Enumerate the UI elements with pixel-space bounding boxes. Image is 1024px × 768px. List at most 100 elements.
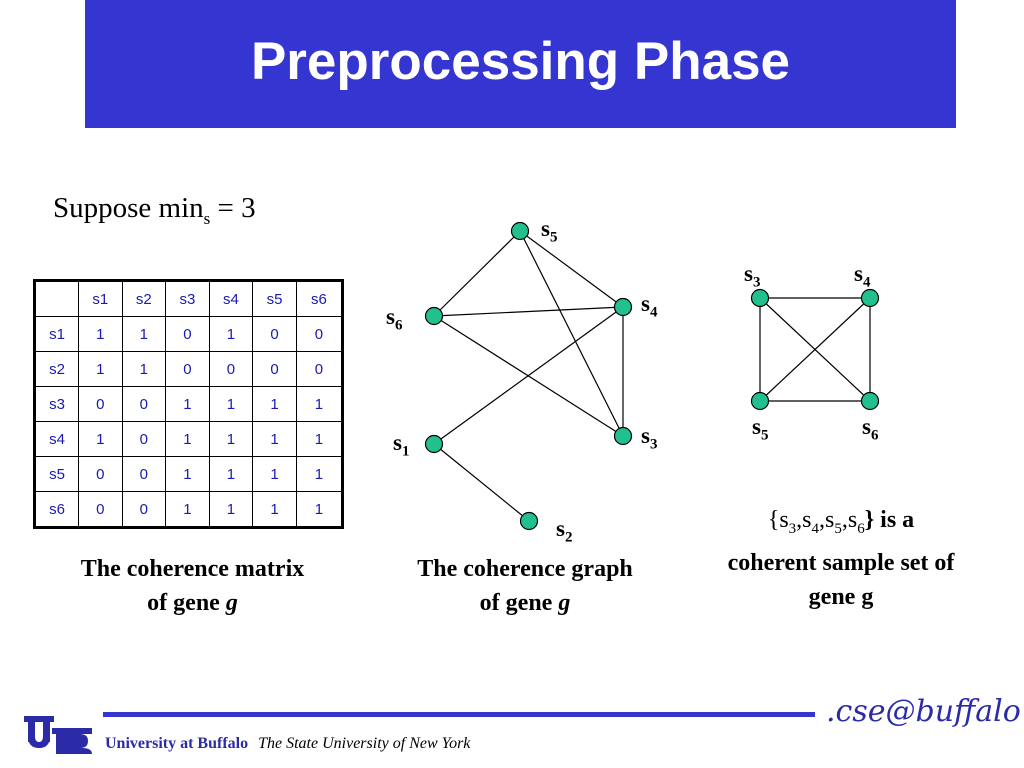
node-label-sub: 2 (564, 529, 573, 546)
matrix-row: s3 0 0 1 1 1 1 (34, 386, 344, 422)
matrix-row-label: s6 (34, 491, 79, 528)
clique-node-s6 (860, 391, 880, 411)
node-label-base: s (386, 304, 395, 329)
matrix-row-label: s4 (34, 421, 79, 457)
node-label-s3: s3 (641, 423, 657, 458)
node-label-base: s (744, 261, 753, 286)
graph-caption-text: of gene (479, 590, 559, 616)
footer-divider (103, 712, 815, 717)
set-caption-sub: 4 (811, 520, 820, 537)
node-label-sub: 4 (649, 304, 658, 321)
matrix-cell: 0 (121, 421, 167, 457)
edge-s6-s4 (433, 306, 624, 317)
title-bar: Preprocessing Phase (85, 0, 956, 128)
node-label-s4: s4 (641, 291, 657, 326)
node-label-sub: 6 (870, 427, 879, 444)
node-s6 (424, 306, 444, 326)
matrix-cell: 1 (165, 456, 210, 492)
matrix-cell: 1 (165, 491, 210, 528)
matrix-cell: 0 (78, 386, 123, 422)
matrix-row: s1 1 1 0 1 0 0 (34, 316, 344, 352)
matrix-caption-var: g (225, 590, 238, 616)
edge-s4-s5 (759, 297, 871, 402)
matrix-caption-line2: of gene g (40, 586, 345, 620)
set-caption-sub: 6 (857, 520, 865, 537)
graph-caption-line1: The coherence graph (417, 556, 633, 582)
edge-s5-s6 (433, 230, 521, 317)
edge-s1-s2 (433, 443, 530, 522)
set-caption-lead: {s (767, 507, 789, 533)
clique-node-s4 (860, 288, 880, 308)
cse-buffalo-logo: .cse@buffalo (826, 694, 1021, 729)
node-s5 (510, 221, 530, 241)
clique-label-s6: s6 (862, 414, 878, 449)
node-label-base: s (393, 430, 402, 455)
matrix-caption-text: of gene (147, 590, 226, 616)
suppose-sub: s (203, 208, 211, 228)
footer-suny: The State University of New York (258, 735, 471, 752)
node-label-sub: 1 (401, 443, 410, 460)
node-label-base: s (854, 261, 863, 286)
node-s3 (613, 426, 633, 446)
matrix-cell: 1 (295, 456, 344, 492)
set-caption-sub: 3 (788, 520, 797, 537)
clique-edges (759, 297, 871, 402)
node-label-s6: s6 (386, 304, 402, 339)
matrix-row: s6 0 0 1 1 1 1 (34, 491, 344, 528)
matrix-header-cell: s6 (295, 280, 344, 317)
node-label-sub: 5 (549, 229, 558, 246)
node-label-sub: 3 (752, 274, 761, 291)
ub-logo-icon (24, 716, 92, 754)
matrix-cell: 0 (295, 351, 344, 387)
matrix-cell: 0 (252, 316, 297, 352)
matrix-cell: 0 (121, 386, 167, 422)
matrix-cell: 0 (121, 491, 167, 528)
matrix-corner-cell (34, 280, 79, 317)
graph-nodes (424, 221, 880, 531)
graph-edges (433, 230, 624, 522)
matrix-cell: 1 (295, 491, 344, 528)
node-label-base: s (541, 216, 550, 241)
edge-s4-s1 (433, 306, 624, 445)
clique-node-s5 (750, 391, 770, 411)
matrix-cell: 1 (121, 351, 167, 387)
node-label-sub: 6 (394, 317, 403, 334)
node-label-s2: s2 (556, 516, 572, 551)
slide-title: Preprocessing Phase (250, 32, 791, 91)
node-label-base: s (752, 414, 761, 439)
matrix-cell: 0 (78, 491, 123, 528)
graph-caption-line2: of gene g (375, 586, 675, 620)
set-caption-line3: gene g (808, 583, 874, 610)
node-label-base: s (556, 516, 565, 541)
footer-university: University at Buffalo (105, 735, 249, 752)
node-s2 (519, 511, 539, 531)
matrix-row-label: s1 (34, 316, 79, 352)
matrix-row: s4 1 0 1 1 1 1 (34, 421, 344, 457)
graph-caption: The coherence graph of gene g (375, 552, 675, 620)
set-caption-sub: 5 (834, 520, 842, 537)
node-s1 (424, 434, 444, 454)
graph-caption-var: g (558, 590, 571, 616)
matrix-row: s5 0 0 1 1 1 1 (34, 456, 344, 492)
matrix-row-label: s3 (34, 386, 79, 422)
node-label-s5: s5 (541, 216, 557, 251)
node-label-base: s (862, 414, 871, 439)
matrix-cell: 1 (252, 421, 297, 457)
matrix-cell: 1 (208, 421, 254, 457)
set-caption: {s3,s4,s5,s6} is a coherent sample set o… (696, 503, 986, 614)
node-label-sub: 5 (760, 427, 769, 444)
edge-s5-s4 (519, 230, 624, 308)
node-label-sub: 3 (649, 436, 658, 453)
matrix-cell: 1 (208, 456, 254, 492)
node-s4 (613, 297, 633, 317)
set-caption-line2: coherent sample set of (727, 549, 955, 576)
matrix-cell: 1 (78, 421, 123, 457)
matrix-cell: 0 (121, 456, 167, 492)
coherence-matrix: s1 s2 s3 s4 s5 s6 s1 1 1 0 1 0 0 s2 1 1 … (33, 279, 344, 529)
clique-label-s4: s4 (854, 261, 870, 296)
node-label-s1: s1 (393, 430, 409, 465)
matrix-caption: The coherence matrix of gene g (40, 552, 345, 620)
node-label-base: s (641, 423, 650, 448)
node-label-sub: 4 (862, 274, 871, 291)
